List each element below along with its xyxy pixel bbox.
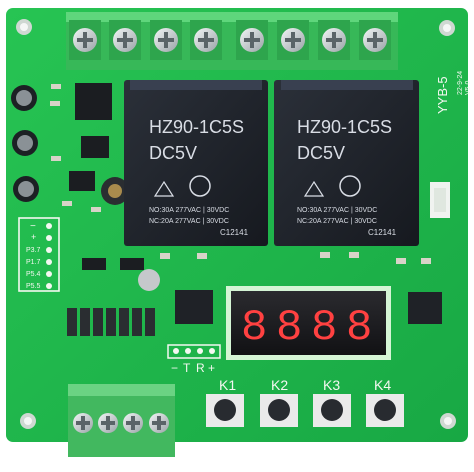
relay-2-code: C12141 <box>368 228 397 237</box>
bottom-terminal-block <box>68 384 175 457</box>
relay-1-coil: DC5V <box>149 143 197 163</box>
serial-r-label: R <box>196 361 205 375</box>
left-power-circuit <box>50 83 129 212</box>
relay-1-rating-no: NO:30A 277VAC | 30VDC <box>149 207 229 214</box>
button-label-k3: K3 <box>323 377 340 393</box>
relay-1-model: HZ90-1C5S <box>149 117 244 137</box>
header-pin-minus: − <box>30 221 36 232</box>
relay-1-rating-nc: NC:20A 277VAC | 30VDC <box>149 218 229 225</box>
header-pin-plus: + <box>31 232 36 242</box>
top-terminal-screws <box>69 20 391 60</box>
relay-2: HZ90-1C5S DC5V NO:30A 277VAC | 30VDC NC:… <box>274 80 419 246</box>
relay-1-cqc-mark <box>189 175 211 197</box>
board-model: YYB-5 <box>435 76 450 114</box>
board-id-silkscreen: YYB-5 22-9-24 V5.0 <box>435 71 472 114</box>
display-digit-1: 8 <box>241 303 267 353</box>
relay-2-coil: DC5V <box>297 143 345 163</box>
board-date: 22-9-24 <box>457 71 464 95</box>
relay-2-model: HZ90-1C5S <box>297 117 392 137</box>
button-label-k2: K2 <box>271 377 288 393</box>
button-k4[interactable] <box>366 394 404 427</box>
center-components <box>67 252 442 336</box>
relay-1-warning-icon <box>153 180 175 197</box>
header-pin-p17: P1.7 <box>26 259 41 266</box>
header-pin-p37: P3.7 <box>26 247 41 254</box>
button-k3[interactable] <box>313 394 351 427</box>
button-k1[interactable] <box>206 394 244 427</box>
right-white-connector <box>430 182 450 218</box>
header-pin-p54: P5.4 <box>26 271 41 278</box>
relay-2-rating-no: NO:30A 277VAC | 30VDC <box>297 207 377 214</box>
serial-header: − T R + <box>167 344 221 375</box>
display-digit-2: 8 <box>276 303 302 353</box>
mounting-holes <box>16 19 456 429</box>
header-pin-p55: P5.5 <box>26 283 41 290</box>
serial-t-label: T <box>183 361 191 375</box>
serial-plus-label: + <box>208 361 215 375</box>
led-display: 8 8 8 8 <box>226 286 391 360</box>
relay-1-code: C12141 <box>220 228 249 237</box>
relay-1: HZ90-1C5S DC5V NO:30A 277VAC | 30VDC NC:… <box>124 80 268 246</box>
relay-2-warning-icon <box>303 180 325 197</box>
button-k2[interactable] <box>260 394 298 427</box>
button-label-k4: K4 <box>374 377 391 393</box>
display-digit-4: 8 <box>346 303 372 353</box>
top-left-capacitors <box>11 85 39 202</box>
button-label-k1: K1 <box>219 377 236 393</box>
top-terminal-block <box>66 12 398 70</box>
button-row: K1 K2 K3 K4 <box>206 377 404 427</box>
relay-2-rating-nc: NC:20A 277VAC | 30VDC <box>297 218 377 225</box>
display-digit-3: 8 <box>311 303 337 353</box>
serial-minus-label: − <box>171 361 178 375</box>
relay-2-cqc-mark <box>339 175 361 197</box>
board-version: V5.0 <box>465 80 472 95</box>
left-header: − + P3.7 P1.7 P5.4 P5.5 <box>18 217 60 292</box>
